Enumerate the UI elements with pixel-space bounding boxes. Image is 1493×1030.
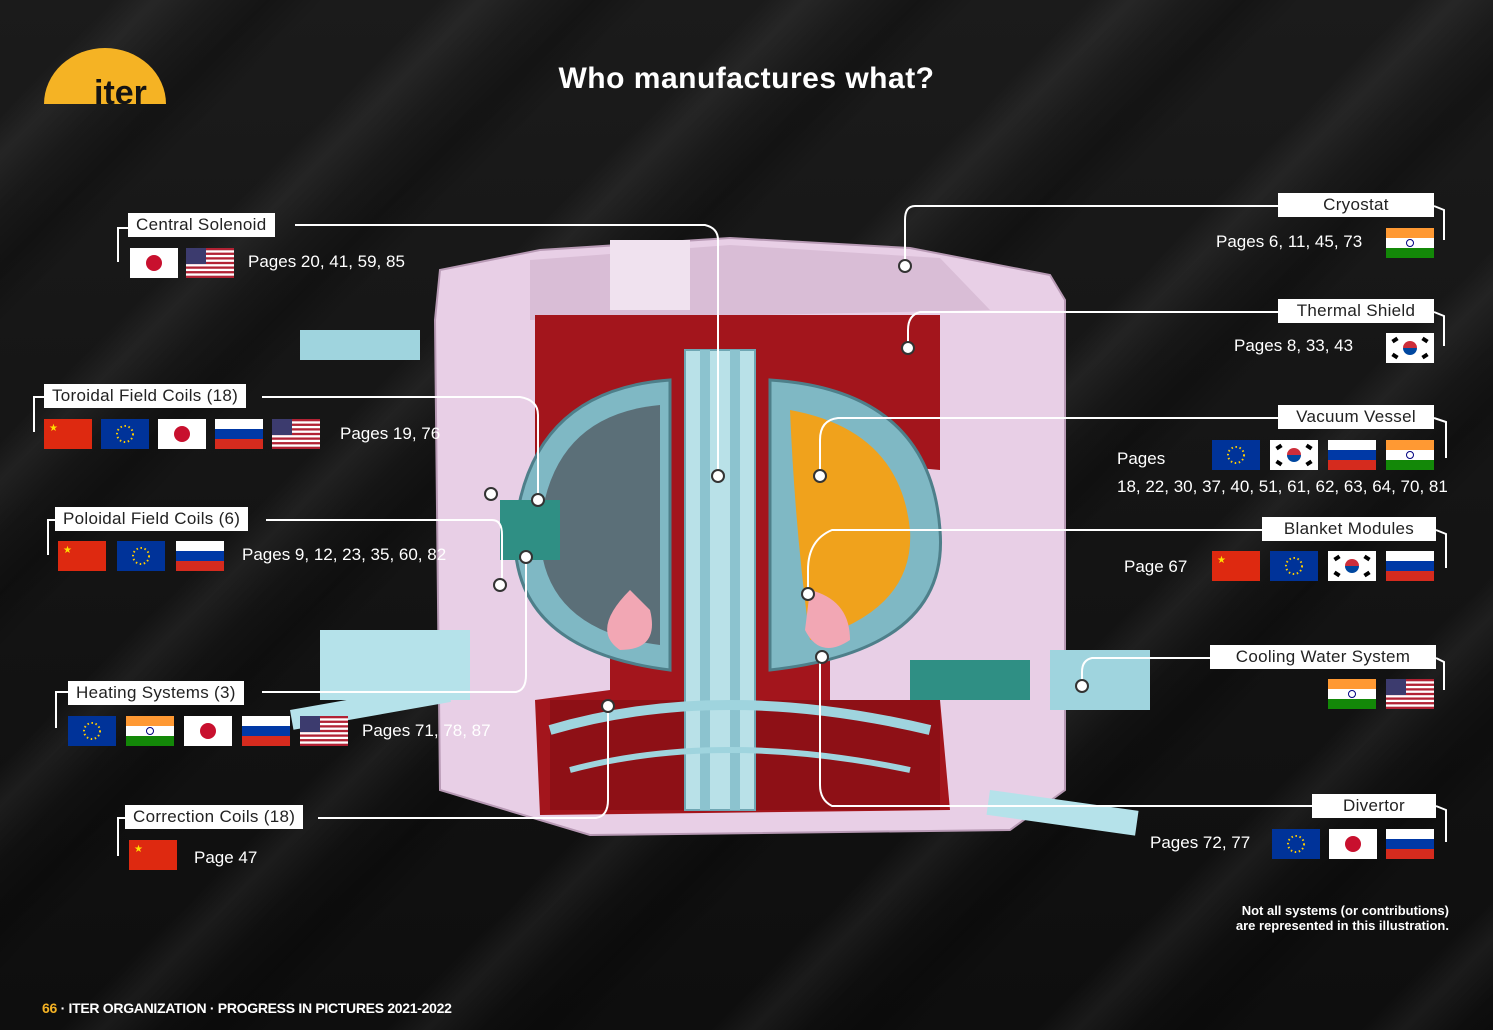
flag-japan-icon bbox=[184, 716, 232, 746]
flag-eu-icon bbox=[117, 541, 165, 571]
svg-text:★: ★ bbox=[134, 844, 143, 855]
flag-russia-icon bbox=[176, 541, 224, 571]
label-toroidal-field-coils: Toroidal Field Coils (18) bbox=[44, 384, 247, 408]
pages-divertor: Pages 72, 77 bbox=[1150, 833, 1251, 852]
flag-usa-icon bbox=[1386, 679, 1434, 709]
svg-text:iter: iter bbox=[94, 74, 147, 106]
pages-correction-coils: Page 47 bbox=[194, 848, 258, 867]
flag-india-icon bbox=[126, 716, 174, 746]
flag-russia-icon bbox=[215, 419, 263, 449]
svg-text:★: ★ bbox=[63, 545, 72, 556]
disclaimer-line-2: are represented in this illustration. bbox=[1235, 918, 1449, 933]
label-vacuum-vessel: Vacuum Vessel bbox=[1278, 405, 1434, 429]
flag-korea-icon bbox=[1386, 333, 1434, 363]
pages-heating-systems: Pages 71, 78, 87 bbox=[362, 721, 491, 740]
flag-japan-icon bbox=[1329, 829, 1377, 859]
label-cryostat: Cryostat bbox=[1278, 193, 1434, 217]
pages-toroidal-field-coils: Pages 19, 76 bbox=[340, 424, 441, 443]
flag-russia-icon bbox=[1386, 829, 1434, 859]
pages-thermal-shield: Pages 8, 33, 43 bbox=[1234, 336, 1354, 355]
flag-india-icon bbox=[1386, 228, 1434, 258]
flag-russia-icon bbox=[242, 716, 290, 746]
label-cooling-water-system: Cooling Water System bbox=[1210, 645, 1436, 669]
flag-india-icon bbox=[1328, 679, 1376, 709]
label-poloidal-field-coils: Poloidal Field Coils (6) bbox=[55, 507, 249, 531]
pages-cryostat: Pages 6, 11, 45, 73 bbox=[1216, 232, 1363, 251]
label-thermal-shield: Thermal Shield bbox=[1278, 299, 1434, 323]
flag-usa-icon bbox=[300, 716, 348, 746]
svg-text:★: ★ bbox=[49, 423, 58, 434]
svg-text:★: ★ bbox=[1217, 555, 1226, 566]
flag-japan-icon bbox=[130, 248, 178, 278]
label-divertor: Divertor bbox=[1312, 794, 1436, 818]
flag-china-icon: ★ bbox=[44, 419, 92, 449]
flag-eu-icon bbox=[68, 716, 116, 746]
flag-eu-icon bbox=[1270, 551, 1318, 581]
page-title: Who manufactures what? bbox=[558, 62, 935, 95]
pages-poloidal-field-coils: Pages 9, 12, 23, 35, 60, 82 bbox=[242, 545, 447, 564]
flag-india-icon bbox=[1386, 440, 1434, 470]
pages-blanket-modules: Page 67 bbox=[1124, 557, 1188, 576]
flag-korea-icon bbox=[1270, 440, 1318, 470]
tokamak-cutaway-illustration bbox=[290, 236, 1150, 837]
pages-vacuum-vessel: Pages bbox=[1117, 449, 1166, 468]
label-central-solenoid: Central Solenoid bbox=[128, 213, 275, 237]
footer-page-number: 66 bbox=[42, 1000, 57, 1016]
flag-eu-icon bbox=[1272, 829, 1320, 859]
pages-vacuum-vessel-list: 18, 22, 30, 37, 40, 51, 61, 62, 63, 64, … bbox=[1117, 477, 1448, 496]
disclaimer-line-1: Not all systems (or contributions) bbox=[1241, 903, 1449, 918]
page-footer: 66 · ITER ORGANIZATION · PROGRESS IN PIC… bbox=[42, 1000, 452, 1016]
flag-russia-icon bbox=[1386, 551, 1434, 581]
label-blanket-modules: Blanket Modules bbox=[1262, 517, 1436, 541]
flag-china-icon: ★ bbox=[1212, 551, 1260, 581]
footer-text: · ITER ORGANIZATION · PROGRESS IN PICTUR… bbox=[56, 1000, 452, 1016]
disclaimer-note: Not all systems (or contributions) are r… bbox=[1236, 903, 1449, 933]
flag-eu-icon bbox=[101, 419, 149, 449]
flag-russia-icon bbox=[1328, 440, 1376, 470]
iter-logo: iter bbox=[42, 46, 168, 112]
flag-japan-icon bbox=[158, 419, 206, 449]
flag-usa-icon bbox=[272, 419, 320, 449]
flag-eu-icon bbox=[1212, 440, 1260, 470]
label-correction-coils: Correction Coils (18) bbox=[125, 805, 304, 829]
flag-usa-icon bbox=[186, 248, 234, 278]
label-heating-systems: Heating Systems (3) bbox=[68, 681, 244, 705]
flag-china-icon: ★ bbox=[129, 840, 177, 870]
pages-central-solenoid: Pages 20, 41, 59, 85 bbox=[248, 252, 405, 271]
flag-china-icon: ★ bbox=[58, 541, 106, 571]
flag-korea-icon bbox=[1328, 551, 1376, 581]
